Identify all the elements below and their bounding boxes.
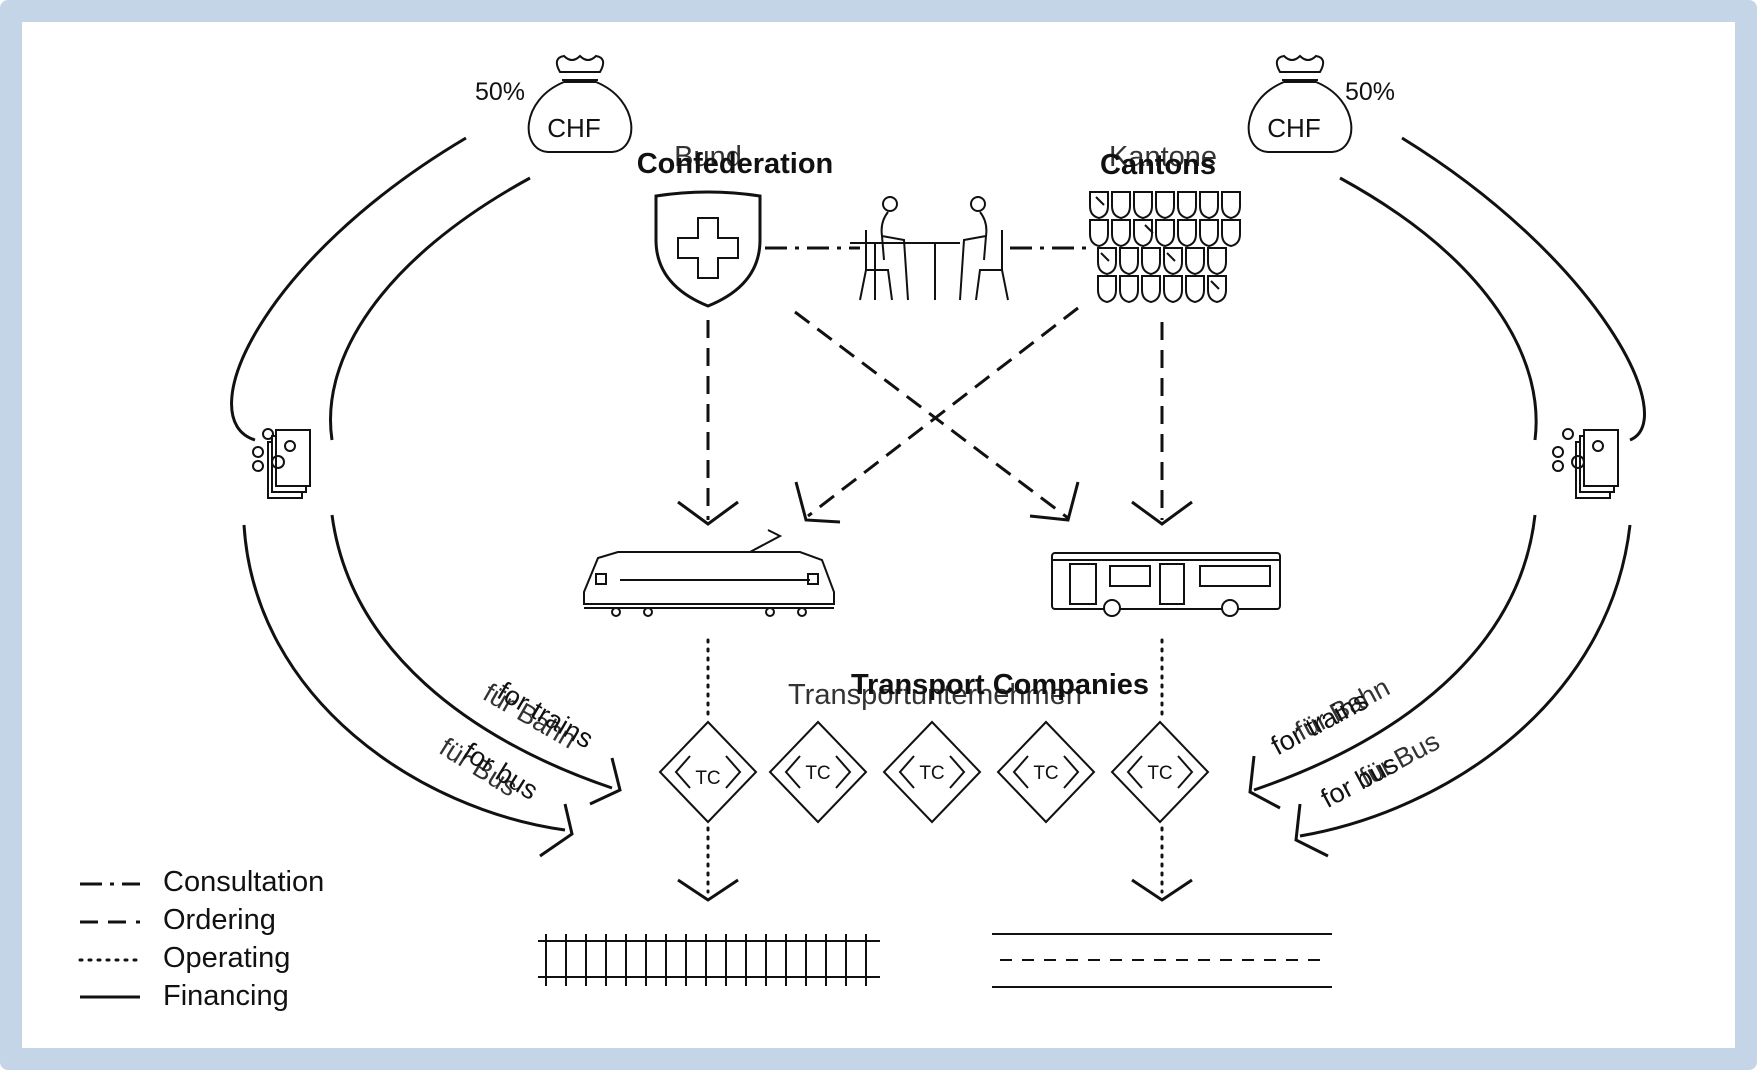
money-bag-right-icon <box>1247 54 1353 153</box>
ticket-icon-right <box>1552 428 1619 499</box>
tc-label: TC <box>919 763 944 784</box>
train-icon <box>583 529 835 617</box>
order-confederation-bus <box>794 310 1069 520</box>
tc-diamond-4: TC <box>996 720 1096 824</box>
share-right: 50% <box>1345 78 1395 106</box>
legend-operating-label: Operating <box>163 942 290 974</box>
legend-financing-label: Financing <box>163 980 289 1012</box>
meeting-people-icon <box>850 196 1009 301</box>
tc-label: TC <box>805 763 830 784</box>
swiss-shield-icon <box>654 190 762 308</box>
tc-diamond-3: TC <box>882 720 982 824</box>
transport-companies-original-label: Transportunternehmen <box>788 679 1082 711</box>
money-bag-left-currency: CHF <box>547 113 600 143</box>
legend-ordering-label: Ordering <box>163 904 276 936</box>
tc-label: TC <box>1147 763 1172 784</box>
confederation-original-label: Bund <box>674 141 742 173</box>
tc-diamond-2: TC <box>768 720 868 824</box>
confederation-label: Confederation <box>637 148 834 180</box>
right-trains-label: for trains <box>1266 685 1373 761</box>
financing-arcs-right <box>1248 136 1646 858</box>
transport-companies-label: Transport Companies <box>851 669 1149 701</box>
railway-track-icon <box>538 934 880 986</box>
tc-diamond-1: TC <box>658 720 758 824</box>
money-bag-right-currency: CHF <box>1267 113 1320 143</box>
road-icon <box>992 933 1332 988</box>
bus-icon <box>1051 552 1281 617</box>
order-cantons-trains <box>807 306 1079 518</box>
money-bag-left-icon <box>527 54 633 153</box>
tc-label: TC <box>695 768 720 789</box>
share-left: 50% <box>475 78 525 106</box>
tc-label: TC <box>1033 763 1058 784</box>
ticket-icon-left <box>252 428 311 499</box>
legend-consultation-label: Consultation <box>163 866 324 898</box>
tc-diamond-5: TC <box>1110 720 1210 824</box>
canton-crests-icon <box>1089 191 1241 304</box>
financing-arcs-left <box>230 136 622 858</box>
legend: Consultation Ordering Operating Financin… <box>78 866 324 1012</box>
cantons-original-label: Kantone <box>1109 141 1217 173</box>
cantons-label: Cantons <box>1100 149 1216 181</box>
